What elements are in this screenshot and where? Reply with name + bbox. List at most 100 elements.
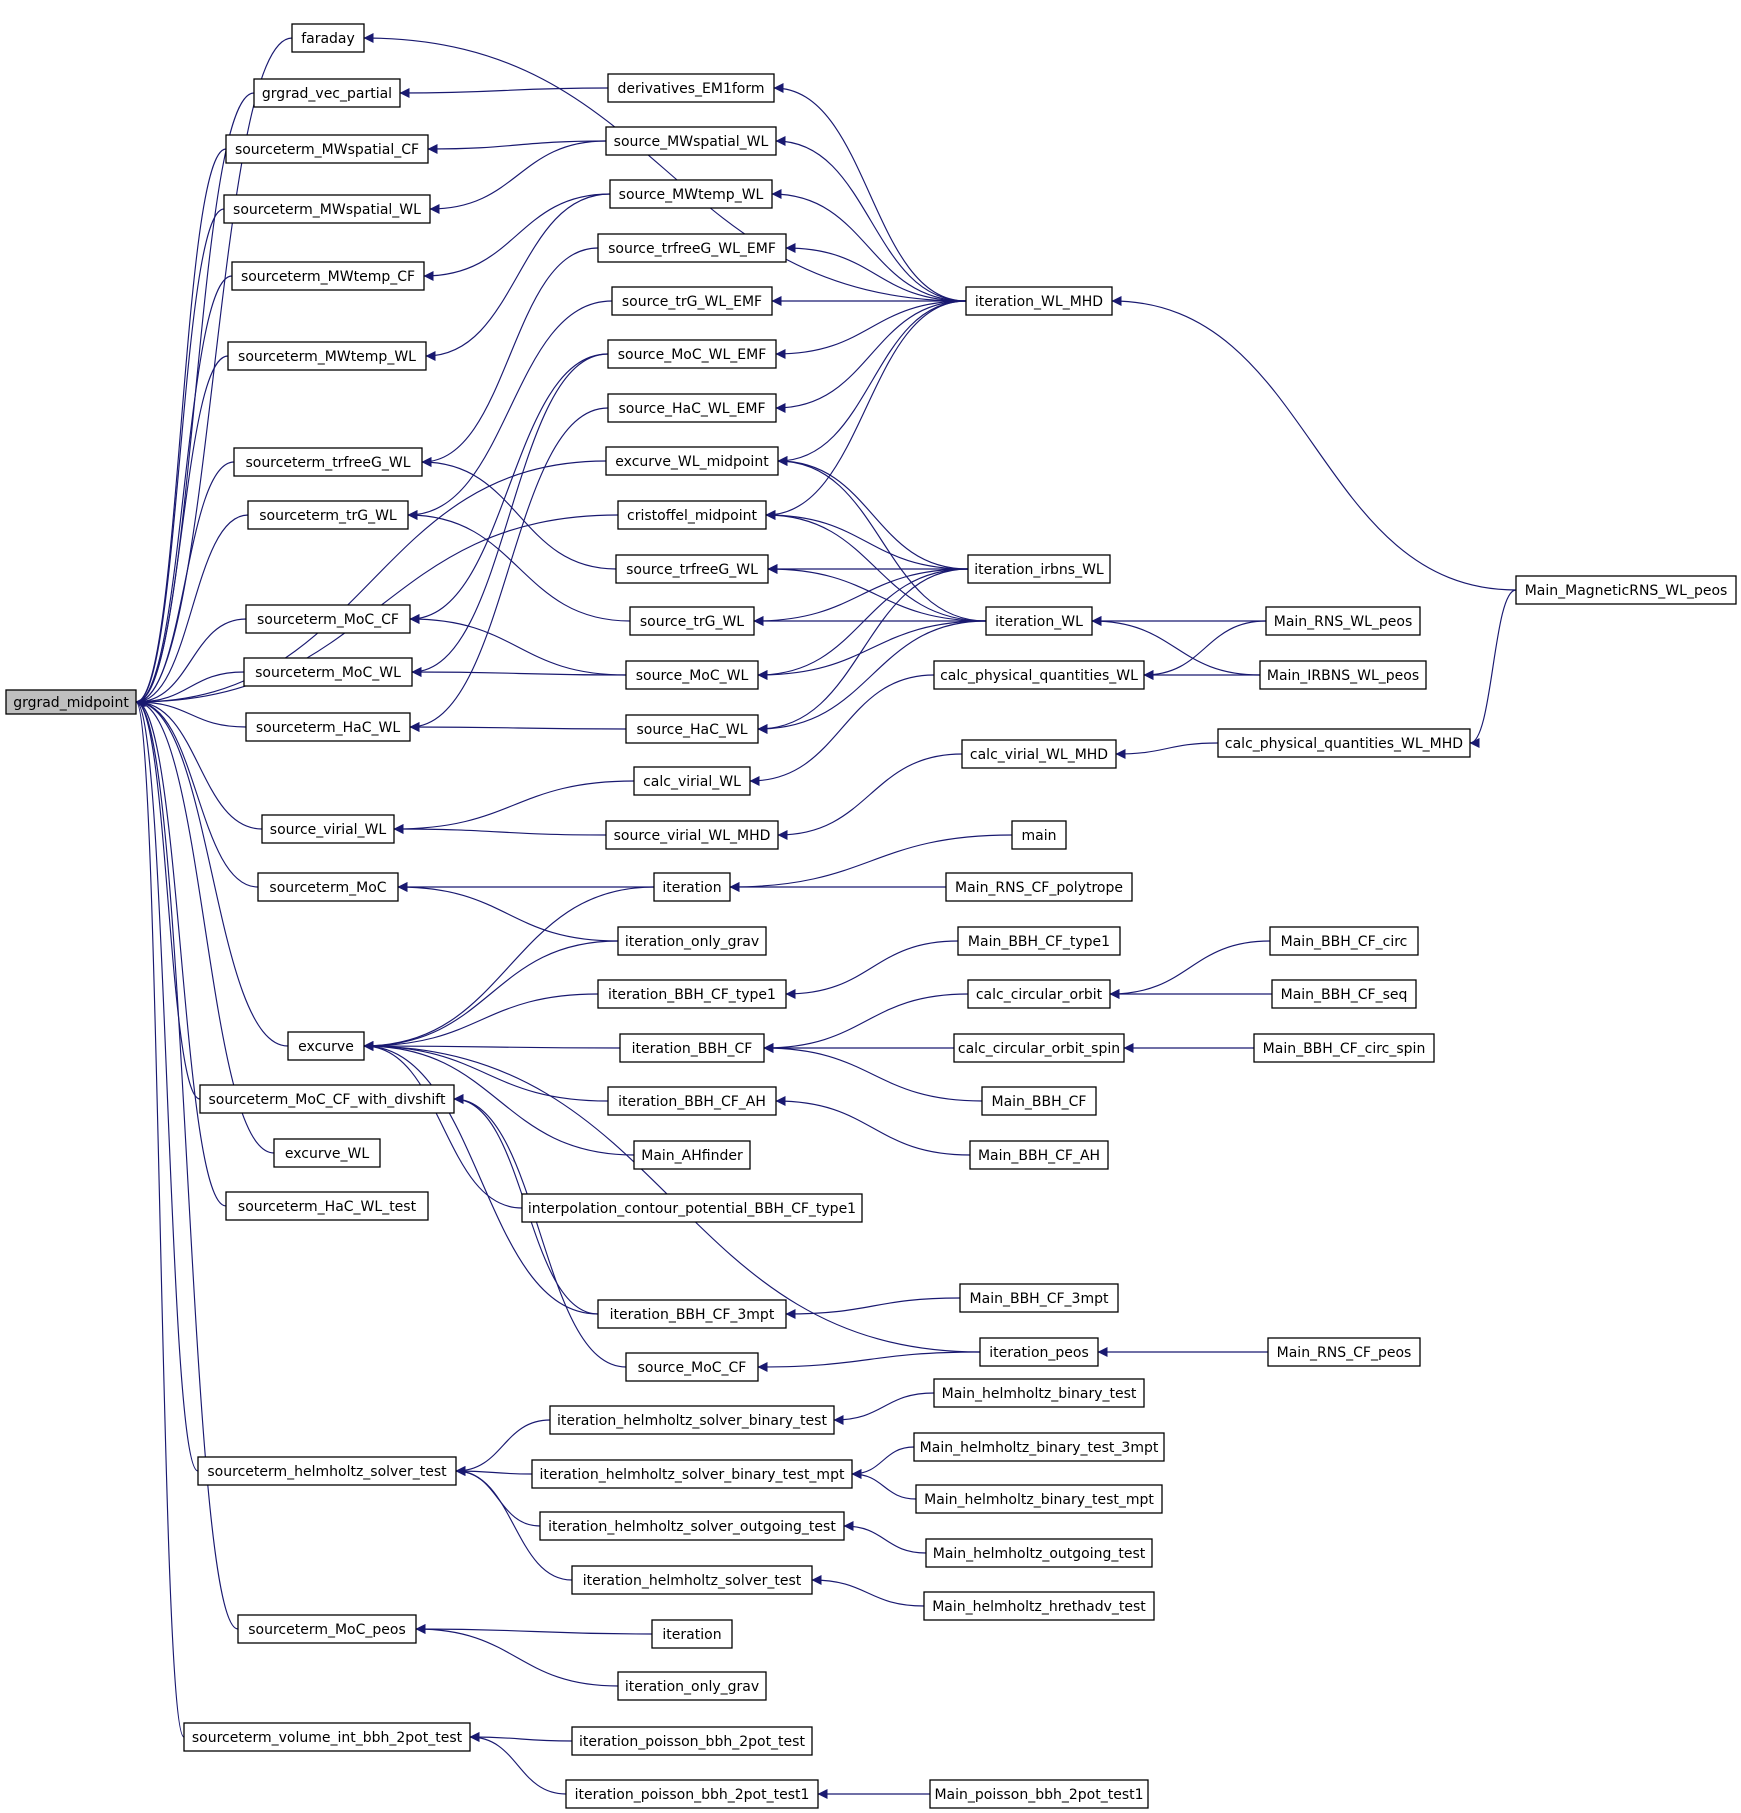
node-excurve_WL[interactable]: excurve_WL (273, 1138, 381, 1168)
node-iteration_helmholtz_solver_test[interactable]: iteration_helmholtz_solver_test (571, 1565, 813, 1595)
node-box (607, 73, 775, 103)
node-sourceterm_trfreeG_WL[interactable]: sourceterm_trfreeG_WL (233, 447, 423, 477)
node-sourceterm_helmholtz_solver_test[interactable]: sourceterm_helmholtz_solver_test (197, 1456, 457, 1486)
node-source_trfreeG_WL_EMF[interactable]: source_trfreeG_WL_EMF (597, 233, 787, 263)
node-label: iteration_helmholtz_solver_test (583, 1573, 802, 1589)
node-label: Main_BBH_CF_AH (978, 1148, 1100, 1164)
node-box (625, 714, 759, 744)
node-source_MWspatial_WL[interactable]: source_MWspatial_WL (605, 126, 777, 156)
node-iteration_helmholtz_solver_binary_test[interactable]: iteration_helmholtz_solver_binary_test (549, 1405, 835, 1435)
node-excurve[interactable]: excurve (287, 1031, 365, 1061)
node-iteration_BBH_CF_3mpt[interactable]: iteration_BBH_CF_3mpt (597, 1299, 787, 1329)
node-label: cristoffel_midpoint (627, 508, 757, 524)
node-grgrad_vec_partial[interactable]: grgrad_vec_partial (253, 78, 401, 108)
node-source_MoC_CF[interactable]: source_MoC_CF (625, 1352, 759, 1382)
node-excurve_WL_midpoint[interactable]: excurve_WL_midpoint (605, 446, 779, 476)
node-iteration_BBH_CF_AH[interactable]: iteration_BBH_CF_AH (607, 1086, 777, 1116)
node-Main_helmholtz_outgoing_test[interactable]: Main_helmholtz_outgoing_test (925, 1538, 1153, 1568)
node-calc_circular_orbit[interactable]: calc_circular_orbit (967, 979, 1111, 1009)
node-iteration_BBH_CF_type1[interactable]: iteration_BBH_CF_type1 (597, 979, 787, 1009)
node-iteration_helmholtz_solver_binary_test_mpt[interactable]: iteration_helmholtz_solver_binary_test_m… (531, 1459, 853, 1489)
node-sourceterm_MWtemp_CF[interactable]: sourceterm_MWtemp_CF (231, 261, 425, 291)
node-source_MoC_WL_EMF[interactable]: source_MoC_WL_EMF (607, 339, 777, 369)
node-Main_BBH_CF_type1[interactable]: Main_BBH_CF_type1 (957, 926, 1121, 956)
node-Main_helmholtz_binary_test_mpt[interactable]: Main_helmholtz_binary_test_mpt (915, 1484, 1163, 1514)
node-sourceterm_MWspatial_WL[interactable]: sourceterm_MWspatial_WL (223, 194, 431, 224)
node-label: Main_RNS_WL_peos (1274, 614, 1413, 630)
node-iteration_a[interactable]: iteration (653, 872, 731, 902)
node-source_MWtemp_WL[interactable]: source_MWtemp_WL (609, 179, 773, 209)
node-faraday[interactable]: faraday (291, 23, 365, 53)
edge-cristoffel_midpoint-iteration_WL_MHD (765, 300, 967, 520)
node-iteration_only_grav_a[interactable]: iteration_only_grav (617, 926, 767, 956)
node-interpolation_contour_potential_BBH_CF_type1[interactable]: interpolation_contour_potential_BBH_CF_t… (521, 1193, 863, 1223)
node-Main_BBH_CF_AH[interactable]: Main_BBH_CF_AH (969, 1140, 1109, 1170)
node-Main_helmholtz_binary_test_3mpt[interactable]: Main_helmholtz_binary_test_3mpt (913, 1432, 1165, 1462)
edge-excurve_WL_midpoint-iteration_WL (777, 456, 987, 622)
node-Main_RNS_CF_polytrope[interactable]: Main_RNS_CF_polytrope (945, 872, 1133, 902)
edge-grgrad_midpoint-sourceterm_HaC_WL (135, 697, 247, 728)
node-sourceterm_MoC_CF_with_divshift[interactable]: sourceterm_MoC_CF_with_divshift (199, 1084, 455, 1114)
node-box (531, 1459, 853, 1489)
node-sourceterm_trG_WL[interactable]: sourceterm_trG_WL (247, 500, 409, 530)
node-iteration_b[interactable]: iteration (651, 1619, 733, 1649)
node-iteration_WL[interactable]: iteration_WL (985, 606, 1093, 636)
node-source_trG_WL_EMF[interactable]: source_trG_WL_EMF (611, 286, 773, 316)
node-source_virial_WL[interactable]: source_virial_WL (261, 814, 395, 844)
node-source_HaC_WL[interactable]: source_HaC_WL (625, 714, 759, 744)
node-sourceterm_MoC[interactable]: sourceterm_MoC (257, 872, 399, 902)
node-Main_BBH_CF_circ_spin[interactable]: Main_BBH_CF_circ_spin (1253, 1033, 1435, 1063)
node-sourceterm_HaC_WL_test[interactable]: sourceterm_HaC_WL_test (225, 1191, 429, 1221)
node-sourceterm_HaC_WL[interactable]: sourceterm_HaC_WL (245, 712, 411, 742)
edge-sourceterm_MoC-iteration_only_grav_a (397, 882, 619, 942)
node-calc_circular_orbit_spin[interactable]: calc_circular_orbit_spin (953, 1033, 1125, 1063)
node-sourceterm_MWtemp_WL[interactable]: sourceterm_MWtemp_WL (227, 341, 427, 371)
node-iteration_peos[interactable]: iteration_peos (979, 1337, 1099, 1367)
node-iteration_helmholtz_solver_outgoing_test[interactable]: iteration_helmholtz_solver_outgoing_test (539, 1511, 845, 1541)
node-calc_virial_WL[interactable]: calc_virial_WL (633, 766, 751, 796)
node-Main_RNS_WL_peos[interactable]: Main_RNS_WL_peos (1265, 606, 1421, 636)
node-Main_IRBNS_WL_peos[interactable]: Main_IRBNS_WL_peos (1259, 660, 1427, 690)
node-sourceterm_MoC_peos[interactable]: sourceterm_MoC_peos (237, 1614, 417, 1644)
node-Main_BBH_CF_seq[interactable]: Main_BBH_CF_seq (1271, 979, 1417, 1009)
node-source_virial_WL_MHD[interactable]: source_virial_WL_MHD (605, 820, 779, 850)
node-sourceterm_MWspatial_CF[interactable]: sourceterm_MWspatial_CF (225, 134, 429, 164)
node-source_trfreeG_WL[interactable]: source_trfreeG_WL (615, 554, 769, 584)
node-sourceterm_MoC_WL[interactable]: sourceterm_MoC_WL (243, 657, 413, 687)
node-Main_poisson_bbh_2pot_test1[interactable]: Main_poisson_bbh_2pot_test1 (929, 1779, 1149, 1809)
node-label: sourceterm_helmholtz_solver_test (207, 1464, 447, 1480)
node-calc_virial_WL_MHD[interactable]: calc_virial_WL_MHD (961, 739, 1117, 769)
node-Main_RNS_CF_peos[interactable]: Main_RNS_CF_peos (1267, 1337, 1421, 1367)
node-label: Main_poisson_bbh_2pot_test1 (934, 1787, 1143, 1803)
node-label: grgrad_midpoint (13, 695, 129, 711)
node-sourceterm_volume_int_bbh_2pot_test[interactable]: sourceterm_volume_int_bbh_2pot_test (183, 1722, 471, 1752)
node-box (607, 1086, 777, 1116)
node-iteration_BBH_CF[interactable]: iteration_BBH_CF (619, 1033, 765, 1063)
node-iteration_poisson_bbh_2pot_test[interactable]: iteration_poisson_bbh_2pot_test (571, 1726, 813, 1756)
node-main[interactable]: main (1011, 820, 1067, 850)
node-Main_BBH_CF_3mpt[interactable]: Main_BBH_CF_3mpt (959, 1283, 1119, 1313)
node-Main_helmholtz_hrethadv_test[interactable]: Main_helmholtz_hrethadv_test (923, 1591, 1155, 1621)
node-Main_BBH_CF[interactable]: Main_BBH_CF (981, 1086, 1097, 1116)
node-Main_BBH_CF_circ[interactable]: Main_BBH_CF_circ (1269, 926, 1419, 956)
node-source_trG_WL[interactable]: source_trG_WL (629, 606, 755, 636)
node-Main_MagneticRNS_WL_peos[interactable]: Main_MagneticRNS_WL_peos (1515, 575, 1737, 605)
node-sourceterm_MoC_CF[interactable]: sourceterm_MoC_CF (245, 604, 411, 634)
node-iteration_only_grav_b[interactable]: iteration_only_grav (617, 1671, 767, 1701)
node-calc_physical_quantities_WL_MHD[interactable]: calc_physical_quantities_WL_MHD (1217, 728, 1471, 758)
node-Main_AHfinder[interactable]: Main_AHfinder (633, 1140, 751, 1170)
node-iteration_irbns_WL[interactable]: iteration_irbns_WL (967, 554, 1111, 584)
node-box (633, 766, 751, 796)
node-label: source_MoC_CF (638, 1360, 747, 1376)
node-source_HaC_WL_EMF[interactable]: source_HaC_WL_EMF (607, 393, 777, 423)
node-cristoffel_midpoint[interactable]: cristoffel_midpoint (617, 500, 767, 530)
edge-iteration_BBH_CF_3mpt-Main_BBH_CF_3mpt (785, 1297, 961, 1319)
node-iteration_WL_MHD[interactable]: iteration_WL_MHD (965, 286, 1113, 316)
node-calc_physical_quantities_WL[interactable]: calc_physical_quantities_WL (933, 660, 1145, 690)
node-derivatives_EM1form[interactable]: derivatives_EM1form (607, 73, 775, 103)
node-iteration_poisson_bbh_2pot_test1[interactable]: iteration_poisson_bbh_2pot_test1 (565, 1779, 819, 1809)
node-source_MoC_WL[interactable]: source_MoC_WL (625, 660, 759, 690)
node-Main_helmholtz_binary_test[interactable]: Main_helmholtz_binary_test (933, 1378, 1145, 1408)
node-grgrad_midpoint[interactable]: grgrad_midpoint (5, 689, 137, 715)
